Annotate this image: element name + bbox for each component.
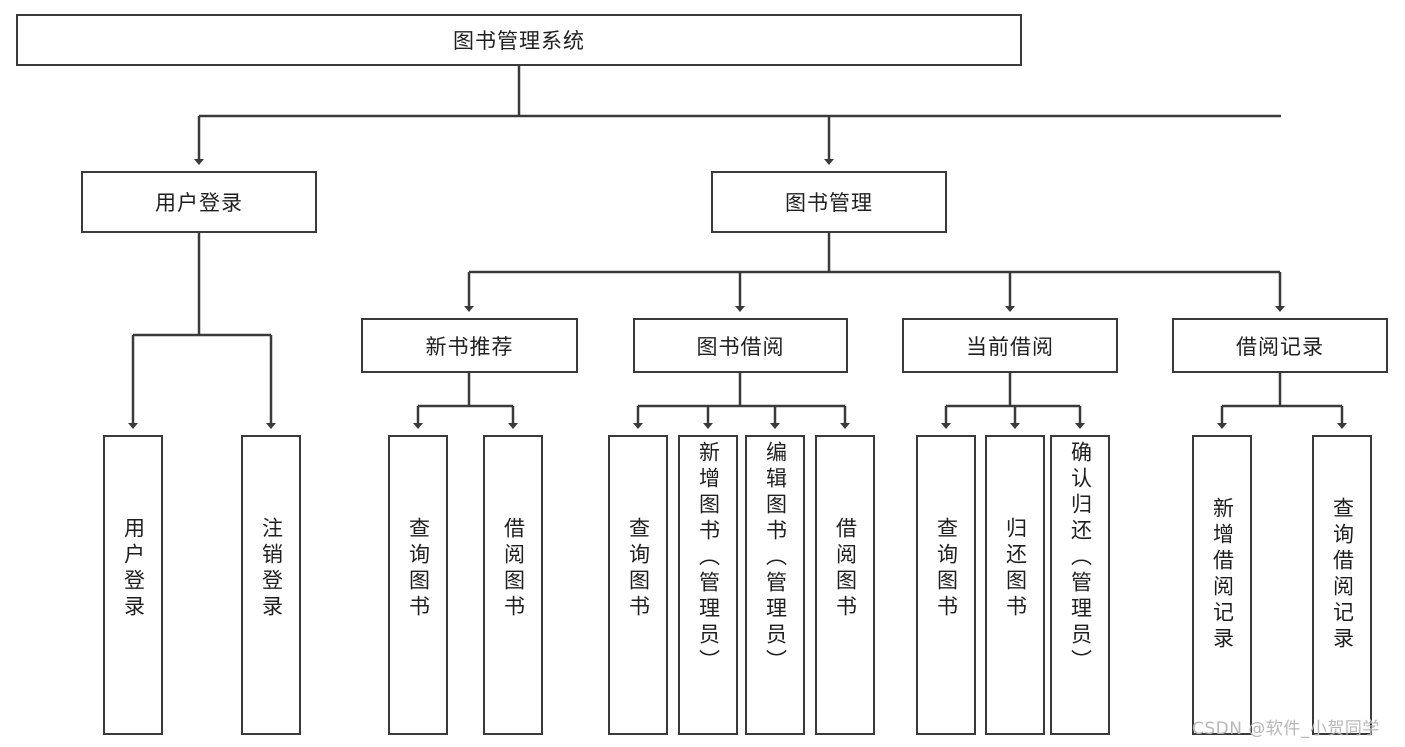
node-root[interactable]: 图书管理系统 [16, 14, 1022, 66]
node-leaf-add-book-admin-label: 新增图书（管理员） [696, 441, 721, 675]
node-leaf-user-login-label: 用户登录 [121, 517, 146, 621]
node-leaf-query-borrow-record-label: 查询借阅记录 [1330, 497, 1355, 653]
node-borrow-record[interactable]: 借阅记录 [1172, 318, 1388, 373]
node-leaf-logout-label: 注销登录 [259, 517, 284, 621]
node-leaf-borrow-book-label: 借阅图书 [833, 517, 858, 621]
node-root-label: 图书管理系统 [453, 29, 585, 53]
node-new-book-recommend-label: 新书推荐 [425, 334, 514, 359]
node-leaf-return-book-label: 归还图书 [1003, 517, 1028, 621]
node-book-borrow-label: 图书借阅 [696, 334, 785, 359]
node-new-book-recommend[interactable]: 新书推荐 [361, 318, 578, 373]
node-leaf-query-book-borrow-label: 查询图书 [626, 517, 651, 621]
node-leaf-query-book-recommend-label: 查询图书 [406, 517, 431, 621]
node-leaf-add-book-admin[interactable]: 新增图书（管理员） [678, 435, 738, 735]
node-leaf-query-book-borrow[interactable]: 查询图书 [608, 435, 668, 735]
node-leaf-add-borrow-record[interactable]: 新增借阅记录 [1192, 435, 1252, 735]
node-leaf-borrow-book[interactable]: 借阅图书 [815, 435, 875, 735]
node-leaf-query-book-current[interactable]: 查询图书 [916, 435, 976, 735]
node-book-management-label: 图书管理 [785, 191, 873, 215]
node-current-borrow[interactable]: 当前借阅 [902, 318, 1118, 373]
node-leaf-borrow-book-recommend[interactable]: 借阅图书 [483, 435, 543, 735]
node-book-management[interactable]: 图书管理 [711, 171, 947, 233]
node-leaf-confirm-return-admin[interactable]: 确认归还（管理员） [1050, 435, 1110, 735]
node-leaf-query-book-recommend[interactable]: 查询图书 [388, 435, 448, 735]
node-leaf-query-borrow-record[interactable]: 查询借阅记录 [1312, 435, 1372, 735]
node-leaf-return-book[interactable]: 归还图书 [985, 435, 1045, 735]
node-current-borrow-label: 当前借阅 [966, 334, 1054, 359]
watermark: CSDN @软件_小贺同学 [1192, 719, 1380, 739]
node-user-login-label: 用户登录 [155, 191, 243, 215]
node-leaf-query-book-current-label: 查询图书 [934, 517, 959, 621]
node-book-borrow[interactable]: 图书借阅 [633, 318, 848, 373]
node-leaf-edit-book-admin[interactable]: 编辑图书（管理员） [745, 435, 805, 735]
node-leaf-logout[interactable]: 注销登录 [241, 435, 301, 735]
node-borrow-record-label: 借阅记录 [1236, 334, 1324, 359]
node-leaf-user-login[interactable]: 用户登录 [103, 435, 163, 735]
node-leaf-add-borrow-record-label: 新增借阅记录 [1210, 497, 1235, 653]
node-user-login[interactable]: 用户登录 [81, 171, 317, 233]
node-leaf-edit-book-admin-label: 编辑图书（管理员） [763, 441, 788, 675]
node-leaf-confirm-return-admin-label: 确认归还（管理员） [1068, 441, 1093, 675]
node-leaf-borrow-book-recommend-label: 借阅图书 [501, 517, 526, 621]
